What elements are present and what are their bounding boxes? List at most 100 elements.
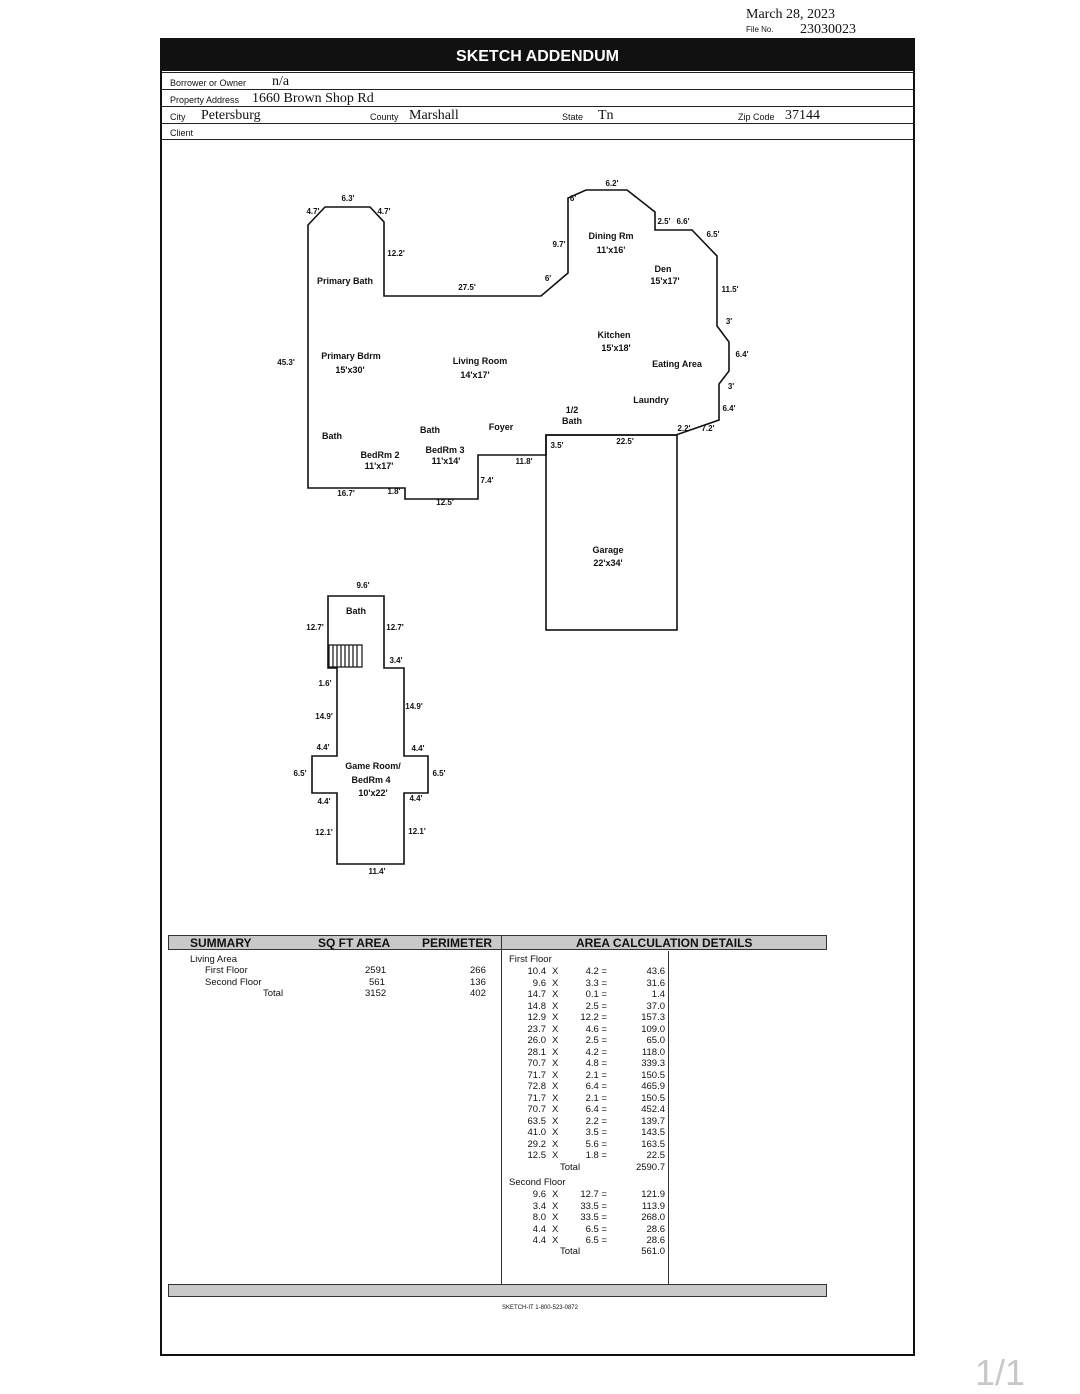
calc-cell: 3.5 =: [585, 1127, 607, 1138]
calc-cell: 5.6 =: [585, 1138, 607, 1150]
address-label: Property Address: [170, 95, 240, 105]
room-label: BedRm 3: [425, 445, 464, 455]
calc-cell: 9.6: [532, 1189, 546, 1200]
calc-cell: 143.5: [641, 1127, 665, 1138]
dimension-label: 22.5': [616, 437, 634, 446]
calc-cell: 6.4 =: [585, 1081, 607, 1092]
calc-cell: X: [552, 1200, 559, 1212]
calc-cell: 70.7: [527, 1058, 547, 1069]
calc-cell: 33.5 =: [580, 1200, 607, 1212]
room-label: Primary Bath: [317, 276, 373, 286]
details-header: AREA CALCULATION DETAILS: [576, 936, 753, 950]
dimension-label: 1.6': [318, 679, 331, 688]
page-title: SKETCH ADDENDUM: [162, 40, 913, 71]
summary-row-label: First Floor: [205, 965, 248, 976]
dimension-label: 7.4': [480, 476, 493, 485]
calc-cell: X: [552, 1212, 559, 1223]
calc-cell: 2.5 =: [585, 1035, 607, 1046]
calc-cell: 1.4: [651, 989, 665, 1000]
calc-cell: X: [552, 1092, 559, 1104]
dimension-label: 6.5': [432, 769, 445, 778]
calc-cell: 72.8: [527, 1081, 547, 1092]
first-floor-label: First Floor: [509, 954, 552, 965]
calc-cell: 121.9: [641, 1189, 665, 1200]
calc-cell: X: [552, 1235, 559, 1246]
calc-cell: 37.0: [646, 1000, 666, 1012]
calc-cell: 23.7: [527, 1023, 547, 1035]
dimension-label: 11.5': [721, 285, 738, 294]
room-label: BedRm 2: [360, 450, 399, 460]
room-label: Kitchen: [597, 330, 630, 340]
room-label: Bath: [346, 606, 366, 616]
calc-cell: X: [552, 1223, 559, 1235]
calc-cell: X: [552, 966, 559, 977]
room-label: Laundry: [633, 395, 669, 405]
second-total-label: Total: [560, 1246, 581, 1257]
calc-cell: 31.6: [646, 977, 666, 989]
calc-cell: 139.7: [641, 1115, 665, 1127]
calc-cell: 2.5 =: [585, 1000, 607, 1012]
dimension-label: 4.7': [377, 207, 390, 216]
calc-cell: 3.4: [532, 1200, 546, 1212]
summary-row-label: Second Floor: [205, 977, 262, 988]
dimension-label: 4.7': [306, 207, 319, 216]
county-value: Marshall: [409, 108, 459, 123]
stairs-icon: [328, 644, 363, 668]
room-label: Primary Bdrm: [321, 351, 381, 361]
client-label: Client: [170, 128, 194, 138]
table-divider: [668, 951, 669, 1284]
dimension-label: 4.4': [317, 797, 330, 806]
room-size: 22'x34': [593, 558, 622, 568]
calc-cell: 71.7: [527, 1092, 547, 1104]
dimension-label: 9.7': [552, 240, 565, 249]
summary-header-bar: [168, 935, 827, 950]
report-date: March 28, 2023: [746, 7, 836, 22]
calc-cell: 12.2 =: [580, 1012, 607, 1023]
dimension-label: 27.5': [458, 283, 476, 292]
summary-row-sqft: 561: [369, 977, 385, 988]
dimension-label: 6': [545, 274, 551, 283]
calc-cell: 4.2 =: [585, 1046, 607, 1058]
living-area-label: Living Area: [190, 954, 238, 965]
calc-cell: 29.2: [527, 1138, 547, 1150]
dimension-label: 6.4': [722, 404, 735, 413]
calc-cell: 4.4: [532, 1223, 546, 1235]
dimension-label: 45.3': [277, 358, 295, 367]
room-label: Living Room: [453, 356, 508, 366]
calc-cell: 6.4 =: [585, 1104, 607, 1115]
calc-cell: 339.3: [641, 1058, 665, 1069]
state-value: Tn: [598, 108, 614, 123]
divider: [162, 139, 913, 140]
calc-cell: 268.0: [641, 1212, 665, 1223]
dimension-label: 12.1': [408, 827, 426, 836]
calc-cell: X: [552, 977, 559, 989]
divider: [162, 89, 913, 90]
room-label: Den: [654, 264, 671, 274]
table-divider: [501, 936, 502, 1284]
dimension-label: 3.5': [550, 441, 563, 450]
calc-cell: X: [552, 1104, 559, 1115]
calc-cell: 452.4: [641, 1104, 665, 1115]
page-number: 1/1: [975, 1352, 1026, 1393]
calc-cell: X: [552, 1115, 559, 1127]
calc-cell: 70.7: [527, 1104, 547, 1115]
calc-cell: X: [552, 1012, 559, 1023]
first-total-value: 2590.7: [635, 1162, 665, 1173]
calc-cell: 118.0: [641, 1046, 665, 1058]
calc-cell: 12.7 =: [580, 1189, 607, 1200]
calc-cell: 6.5 =: [585, 1223, 607, 1235]
calc-cell: 1.8 =: [585, 1150, 607, 1161]
calc-cell: 43.6: [646, 966, 666, 977]
calc-cell: 12.5: [527, 1150, 547, 1161]
dimension-label: 4.4': [411, 744, 424, 753]
dimension-label: 11.8': [515, 457, 532, 466]
calc-cell: 2.2 =: [585, 1115, 607, 1127]
calc-cell: 26.0: [527, 1035, 547, 1046]
calc-cell: 33.5 =: [580, 1212, 607, 1223]
calc-cell: 0.1 =: [585, 989, 607, 1000]
calc-cell: 41.0: [527, 1127, 547, 1138]
calc-cell: 28.1: [527, 1046, 547, 1058]
room-size: 11'x14': [432, 456, 461, 466]
calc-cell: 4.6 =: [585, 1023, 607, 1035]
calc-cell: 4.8 =: [585, 1058, 607, 1069]
